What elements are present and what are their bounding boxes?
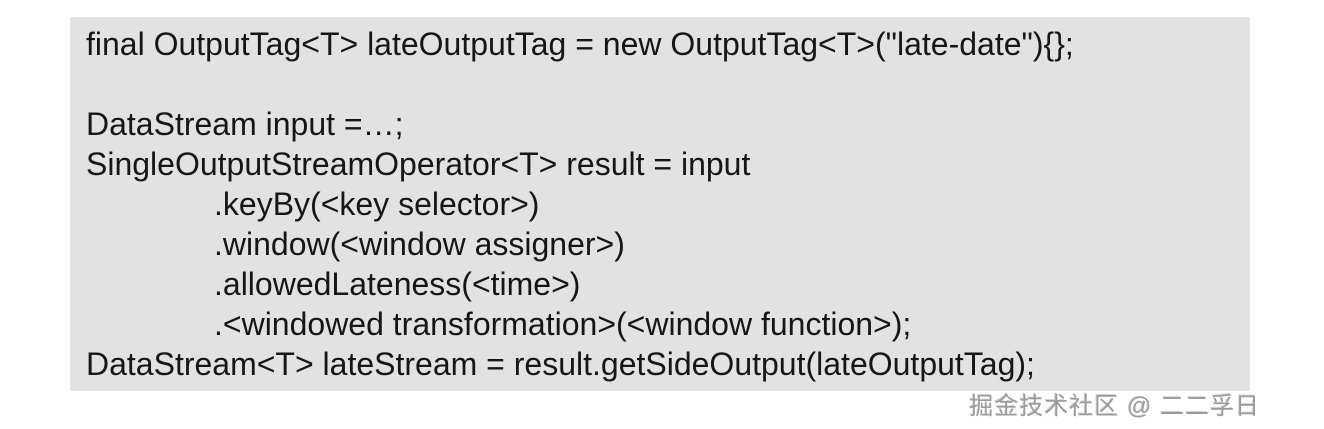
code-line: DataStream input =…; (86, 106, 404, 142)
code-line: .window(<window assigner>) (214, 226, 625, 262)
code-line: final OutputTag<T> lateOutputTag = new O… (86, 26, 1074, 62)
watermark: 掘金技术社区 @ 二二孚日 (969, 393, 1260, 420)
code-snippet-panel: final OutputTag<T> lateOutputTag = new O… (70, 17, 1250, 391)
code-line: .<windowed transformation>(<window funct… (214, 306, 912, 342)
code-line-blank (86, 64, 1240, 104)
code-line: .keyBy(<key selector>) (214, 186, 540, 222)
code-line: DataStream<T> lateStream = result.getSid… (86, 346, 1035, 382)
code-line: SingleOutputStreamOperator<T> result = i… (86, 146, 751, 182)
code-line: .allowedLateness(<time>) (214, 266, 581, 302)
